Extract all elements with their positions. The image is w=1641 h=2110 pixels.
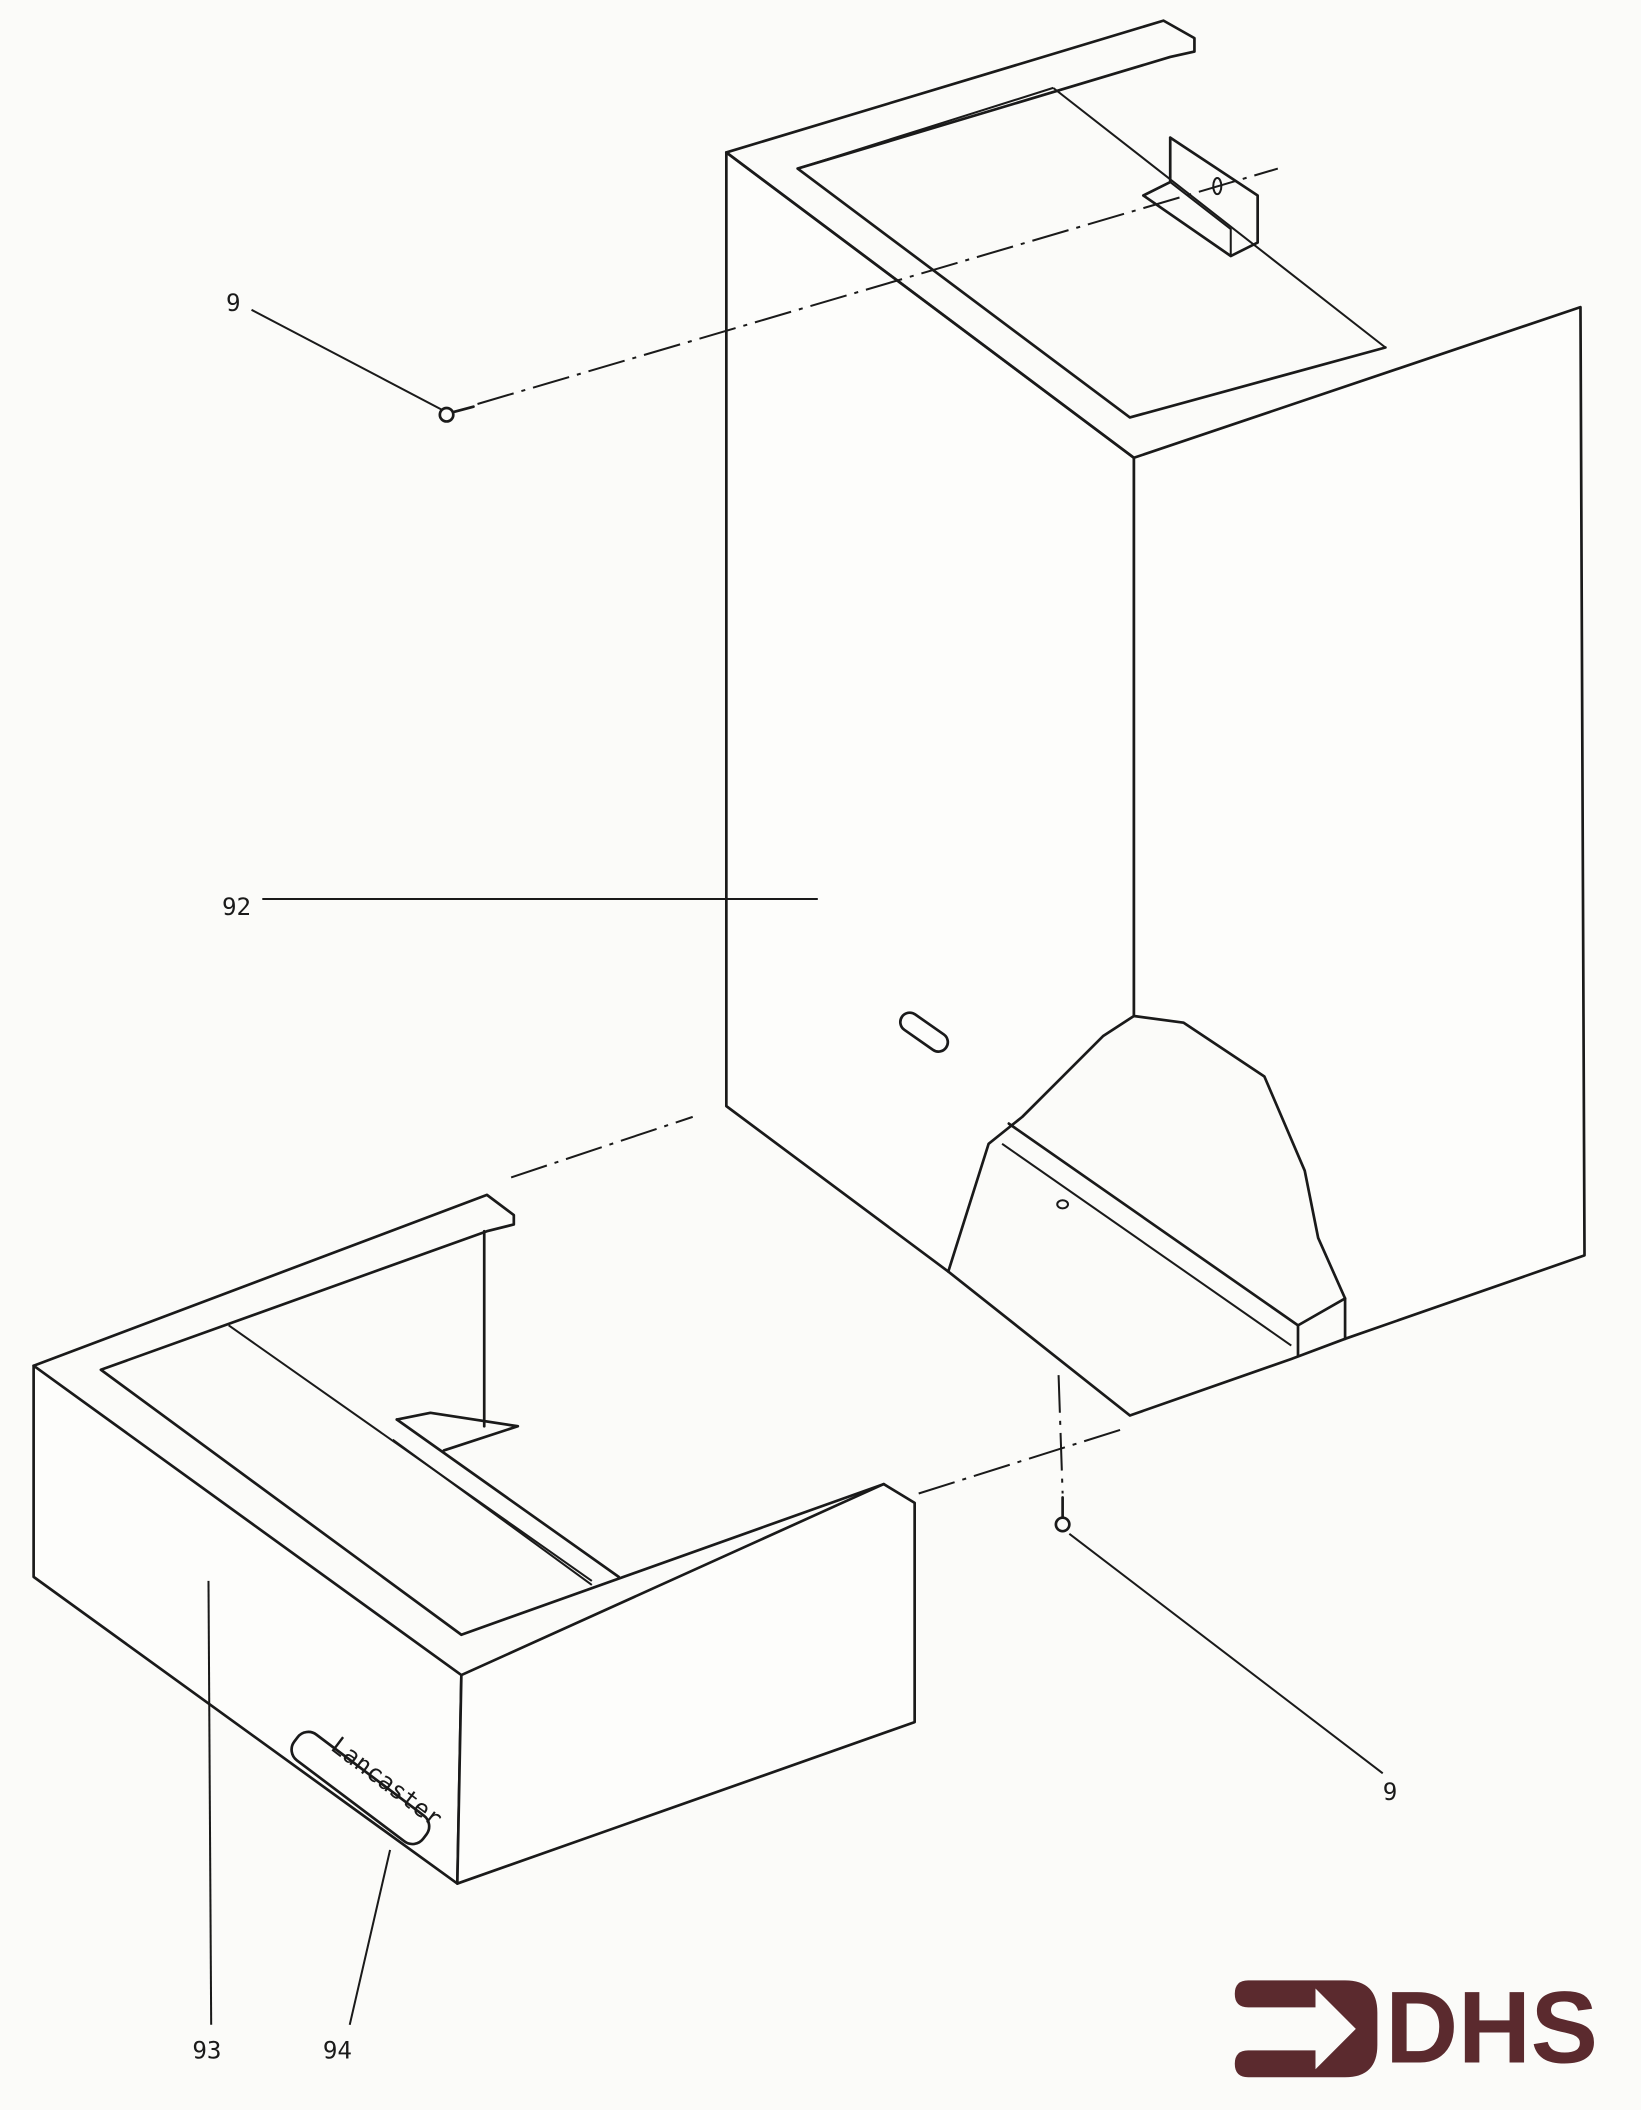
arrow-bracket-icon bbox=[1234, 1980, 1378, 2078]
callout-9-bottom: 9 bbox=[1383, 1778, 1398, 1806]
upper-housing bbox=[724, 19, 1586, 1417]
screw-icon bbox=[1054, 1496, 1071, 1533]
logo-text: DHS bbox=[1385, 1969, 1598, 2084]
dhs-logo: DHS bbox=[1234, 1969, 1598, 2084]
callout-9-top: 9 bbox=[226, 289, 241, 317]
screw-icon bbox=[438, 405, 475, 423]
callout-94: 94 bbox=[323, 2036, 352, 2064]
callout-92: 92 bbox=[222, 893, 251, 921]
callout-93: 93 bbox=[192, 2036, 221, 2064]
lower-base: Lancaster bbox=[32, 1193, 917, 1885]
